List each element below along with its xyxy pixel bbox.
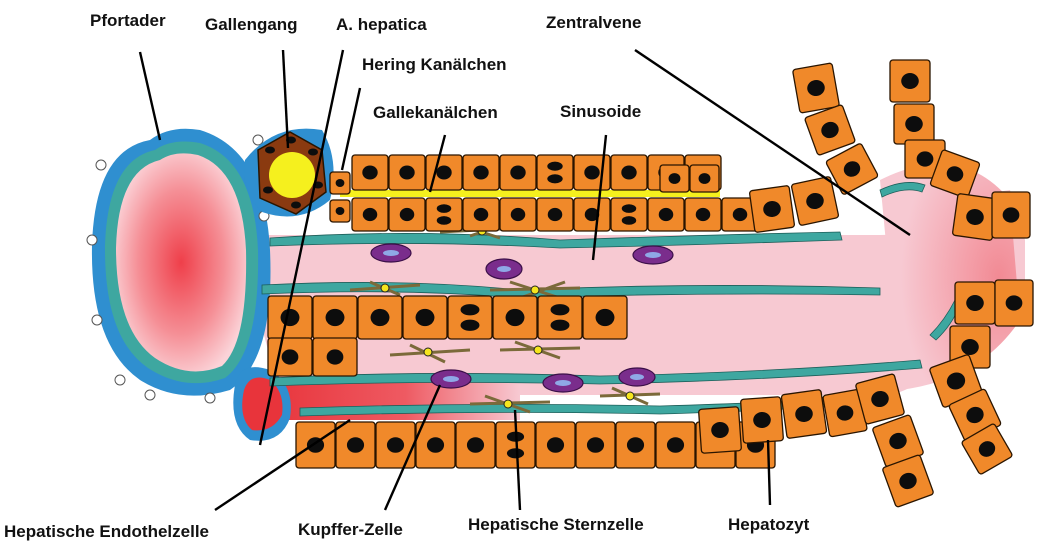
hepatocyte — [781, 389, 827, 438]
hepatocyte — [660, 165, 689, 192]
hepatocyte — [336, 422, 375, 468]
hepatocyte — [656, 422, 695, 468]
hepatocyte — [313, 338, 357, 376]
label-stellate-cell: Hepatische Sternzelle — [468, 515, 644, 534]
label-kupffer-cell: Kupffer-Zelle — [298, 520, 403, 539]
hepatocyte — [352, 155, 388, 190]
hepatocyte — [463, 198, 499, 231]
hepatocyte — [804, 104, 855, 155]
label-hepatocyte: Hepatozyt — [728, 515, 810, 534]
label-portal-vein: Pfortader — [90, 11, 166, 30]
hepatocyte — [448, 296, 492, 339]
hepatocyte — [574, 155, 610, 190]
portal-vein — [87, 129, 271, 403]
label-bile-canaliculi: Gallekanälchen — [373, 103, 498, 122]
hepatocyte — [330, 172, 350, 194]
hepatocyte — [611, 155, 647, 190]
hepatocyte — [574, 198, 610, 231]
hepatocyte — [538, 296, 582, 339]
label-endothelial-cell: Hepatische Endothelzelle — [4, 522, 209, 541]
hepatocyte — [389, 198, 425, 231]
hepatocyte — [995, 280, 1033, 326]
hepatocyte — [616, 422, 655, 468]
hepatocyte — [583, 296, 627, 339]
hepatocyte — [537, 198, 573, 231]
hepatocyte — [426, 198, 462, 231]
label-bile-duct: Gallengang — [205, 15, 298, 34]
hepatocyte — [358, 296, 402, 339]
hepatocyte — [890, 60, 930, 102]
hepatocyte — [992, 192, 1030, 238]
hepatocyte — [500, 198, 536, 231]
hepatocyte — [894, 104, 934, 144]
hepatocyte — [463, 155, 499, 190]
label-central-vein: Zentralvene — [546, 13, 641, 32]
hepatocyte — [690, 165, 719, 192]
hepatocyte — [537, 155, 573, 190]
label-hepatic-artery: A. hepatica — [336, 15, 427, 34]
hepatocyte — [792, 63, 839, 113]
hepatocyte — [685, 198, 721, 231]
hepatocyte — [741, 397, 784, 444]
hepatocyte — [576, 422, 615, 468]
hepatocyte — [352, 198, 388, 231]
hepatocyte — [952, 193, 997, 240]
hepatocyte — [500, 155, 536, 190]
hepatocyte — [536, 422, 575, 468]
hepatocyte — [699, 407, 742, 454]
hepatocyte — [611, 198, 647, 231]
hepatocyte — [376, 422, 415, 468]
hepatocyte — [313, 296, 357, 339]
hepatocyte — [296, 422, 335, 468]
label-sinusoids: Sinusoide — [560, 102, 641, 121]
hepatocyte — [403, 296, 447, 339]
hepatocyte — [456, 422, 495, 468]
hepatocyte — [955, 282, 995, 324]
hepatocyte — [749, 185, 794, 232]
hepatocyte — [330, 200, 350, 222]
hepatocyte — [493, 296, 537, 339]
hepatocyte — [389, 155, 425, 190]
hepatocyte — [648, 198, 684, 231]
label-hering-canal: Hering Kanälchen — [362, 55, 507, 74]
